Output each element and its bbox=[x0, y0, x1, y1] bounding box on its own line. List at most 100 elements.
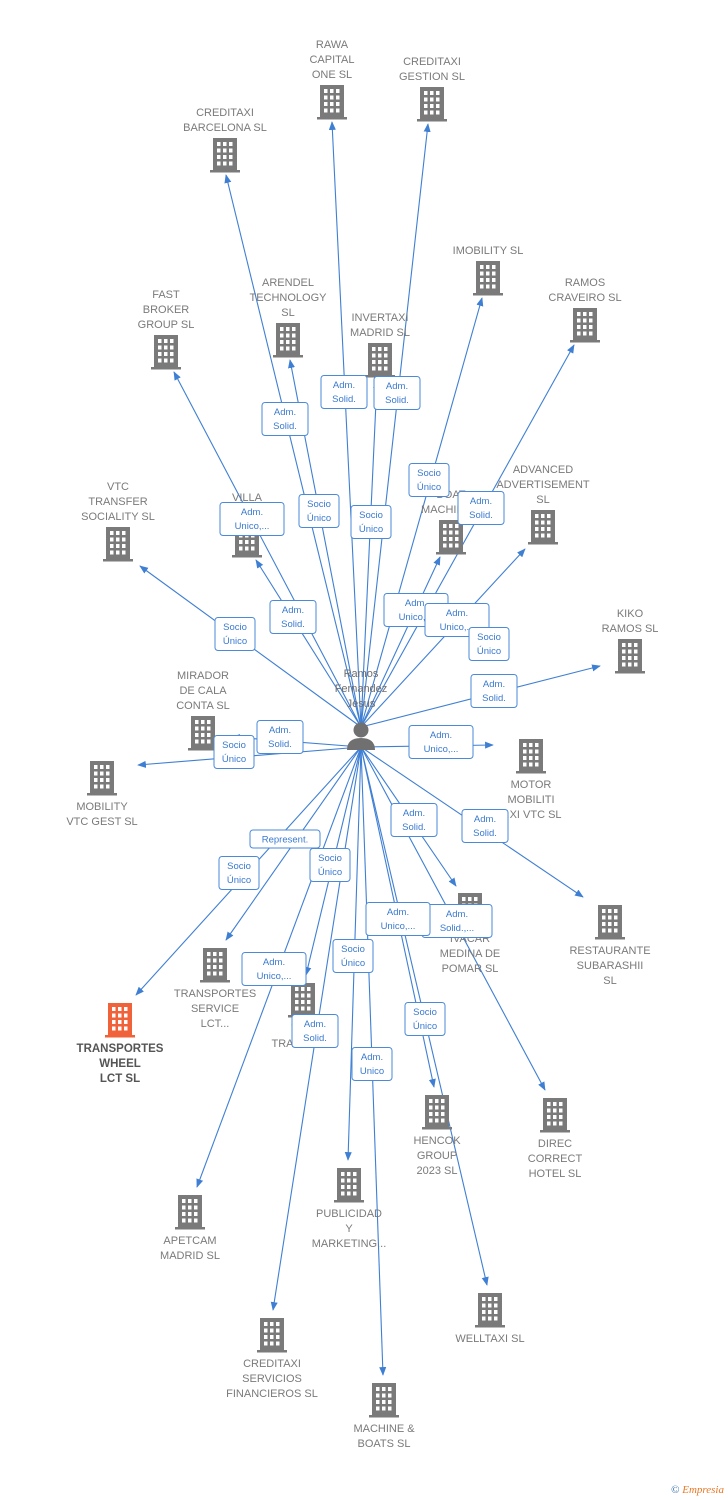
company-node-imobility[interactable]: IMOBILITY SL bbox=[453, 245, 524, 296]
relation-badge[interactable]: Adm.Solid. bbox=[261, 402, 309, 436]
relation-box bbox=[373, 376, 421, 410]
relation-badge[interactable]: Adm.Unico,... bbox=[408, 725, 474, 759]
building-icon-window bbox=[223, 155, 227, 159]
building-icon-window bbox=[547, 1102, 551, 1106]
relation-badge[interactable]: Adm.Unico bbox=[351, 1047, 393, 1081]
building-icon-window bbox=[608, 915, 612, 920]
building-icon-window bbox=[223, 161, 227, 166]
company-node-transportes-service[interactable]: TRANSPORTESSERVICELCT... bbox=[174, 948, 256, 1030]
relation-badge[interactable]: Adm.Solid.,... bbox=[421, 904, 493, 938]
building-icon-window bbox=[270, 1322, 274, 1326]
company-node-welltaxi[interactable]: WELLTAXI SL bbox=[455, 1293, 525, 1345]
relation-box bbox=[291, 1014, 339, 1048]
relation-label: Unico,... bbox=[381, 921, 416, 932]
relation-badge[interactable]: Adm. Solid. bbox=[320, 375, 368, 409]
building-icon-window bbox=[492, 271, 496, 276]
company-label: ADVERTISEMENT bbox=[496, 479, 590, 491]
building-icon-window bbox=[280, 327, 284, 331]
building-icon-window bbox=[547, 1108, 551, 1113]
relation-label: Solid. bbox=[332, 394, 356, 405]
building-icon-window bbox=[529, 743, 533, 747]
relation-label: Socio bbox=[417, 468, 441, 479]
building-icon-window bbox=[494, 1297, 498, 1301]
relation-label: Adm. bbox=[333, 380, 355, 391]
building-icon-window bbox=[276, 1341, 280, 1346]
building-icon-window bbox=[158, 352, 162, 356]
building-icon-window bbox=[245, 540, 249, 544]
building-icon-window bbox=[264, 1341, 268, 1346]
relation-badge[interactable]: Adm.Solid. bbox=[470, 674, 518, 708]
building-icon bbox=[615, 639, 645, 674]
building-icon-window bbox=[213, 971, 217, 976]
company-node-publicidad[interactable]: PUBLICIDADYMARKETING... bbox=[312, 1168, 387, 1250]
company-label: TRANSPORTES bbox=[77, 1043, 164, 1055]
relation-badge[interactable]: Adm.Solid. bbox=[390, 803, 438, 837]
relation-badge[interactable]: Represent. bbox=[249, 829, 321, 849]
relation-label: Adm. bbox=[387, 907, 409, 918]
building-icon-window bbox=[251, 546, 255, 551]
company-label: CORRECT bbox=[528, 1153, 583, 1165]
building-icon-window bbox=[482, 1303, 486, 1308]
relation-badge[interactable]: Adm.Solid. bbox=[457, 491, 505, 525]
relation-badge[interactable]: Adm.Solid. bbox=[373, 376, 421, 410]
building-icon-window bbox=[207, 733, 211, 737]
building-icon-base bbox=[516, 771, 546, 774]
company-node-machine-boats[interactable]: MACHINE &BOATS SL bbox=[353, 1383, 415, 1450]
edge-advanced bbox=[360, 548, 526, 728]
building-icon-window bbox=[158, 339, 162, 343]
building-icon-window bbox=[553, 1115, 557, 1119]
building-icon-window bbox=[634, 643, 638, 647]
relation-badge[interactable]: Adm.Solid. bbox=[256, 720, 304, 754]
relation-box bbox=[332, 939, 374, 973]
company-label: FAST bbox=[152, 289, 180, 301]
company-label: BOATS SL bbox=[358, 1438, 411, 1450]
building-icon-window bbox=[577, 318, 581, 323]
relation-label: Único bbox=[413, 1021, 437, 1032]
footer-brand[interactable]: © Empresia bbox=[671, 1484, 724, 1496]
relation-label: Solid. bbox=[303, 1033, 327, 1044]
building-icon-window bbox=[529, 756, 533, 760]
relation-badge[interactable]: Adm. Unico,... bbox=[365, 902, 431, 936]
relation-badge[interactable]: Adm.Solid. bbox=[291, 1014, 339, 1048]
relation-badge[interactable]: Adm.Unico,... bbox=[241, 952, 307, 986]
company-label: PUBLICIDAD bbox=[316, 1208, 382, 1220]
relation-badge[interactable]: Adm.Unico,... bbox=[219, 502, 285, 536]
building-icon-window bbox=[239, 540, 243, 544]
building-icon-window bbox=[219, 958, 223, 963]
relation-badge[interactable]: Adm.Solid. bbox=[461, 809, 509, 843]
building-icon-window bbox=[388, 1387, 392, 1391]
building-icon-window bbox=[372, 353, 376, 358]
relation-label: Unico,... bbox=[424, 744, 459, 755]
relation-badge[interactable]: Adm.Solid. bbox=[269, 600, 317, 634]
